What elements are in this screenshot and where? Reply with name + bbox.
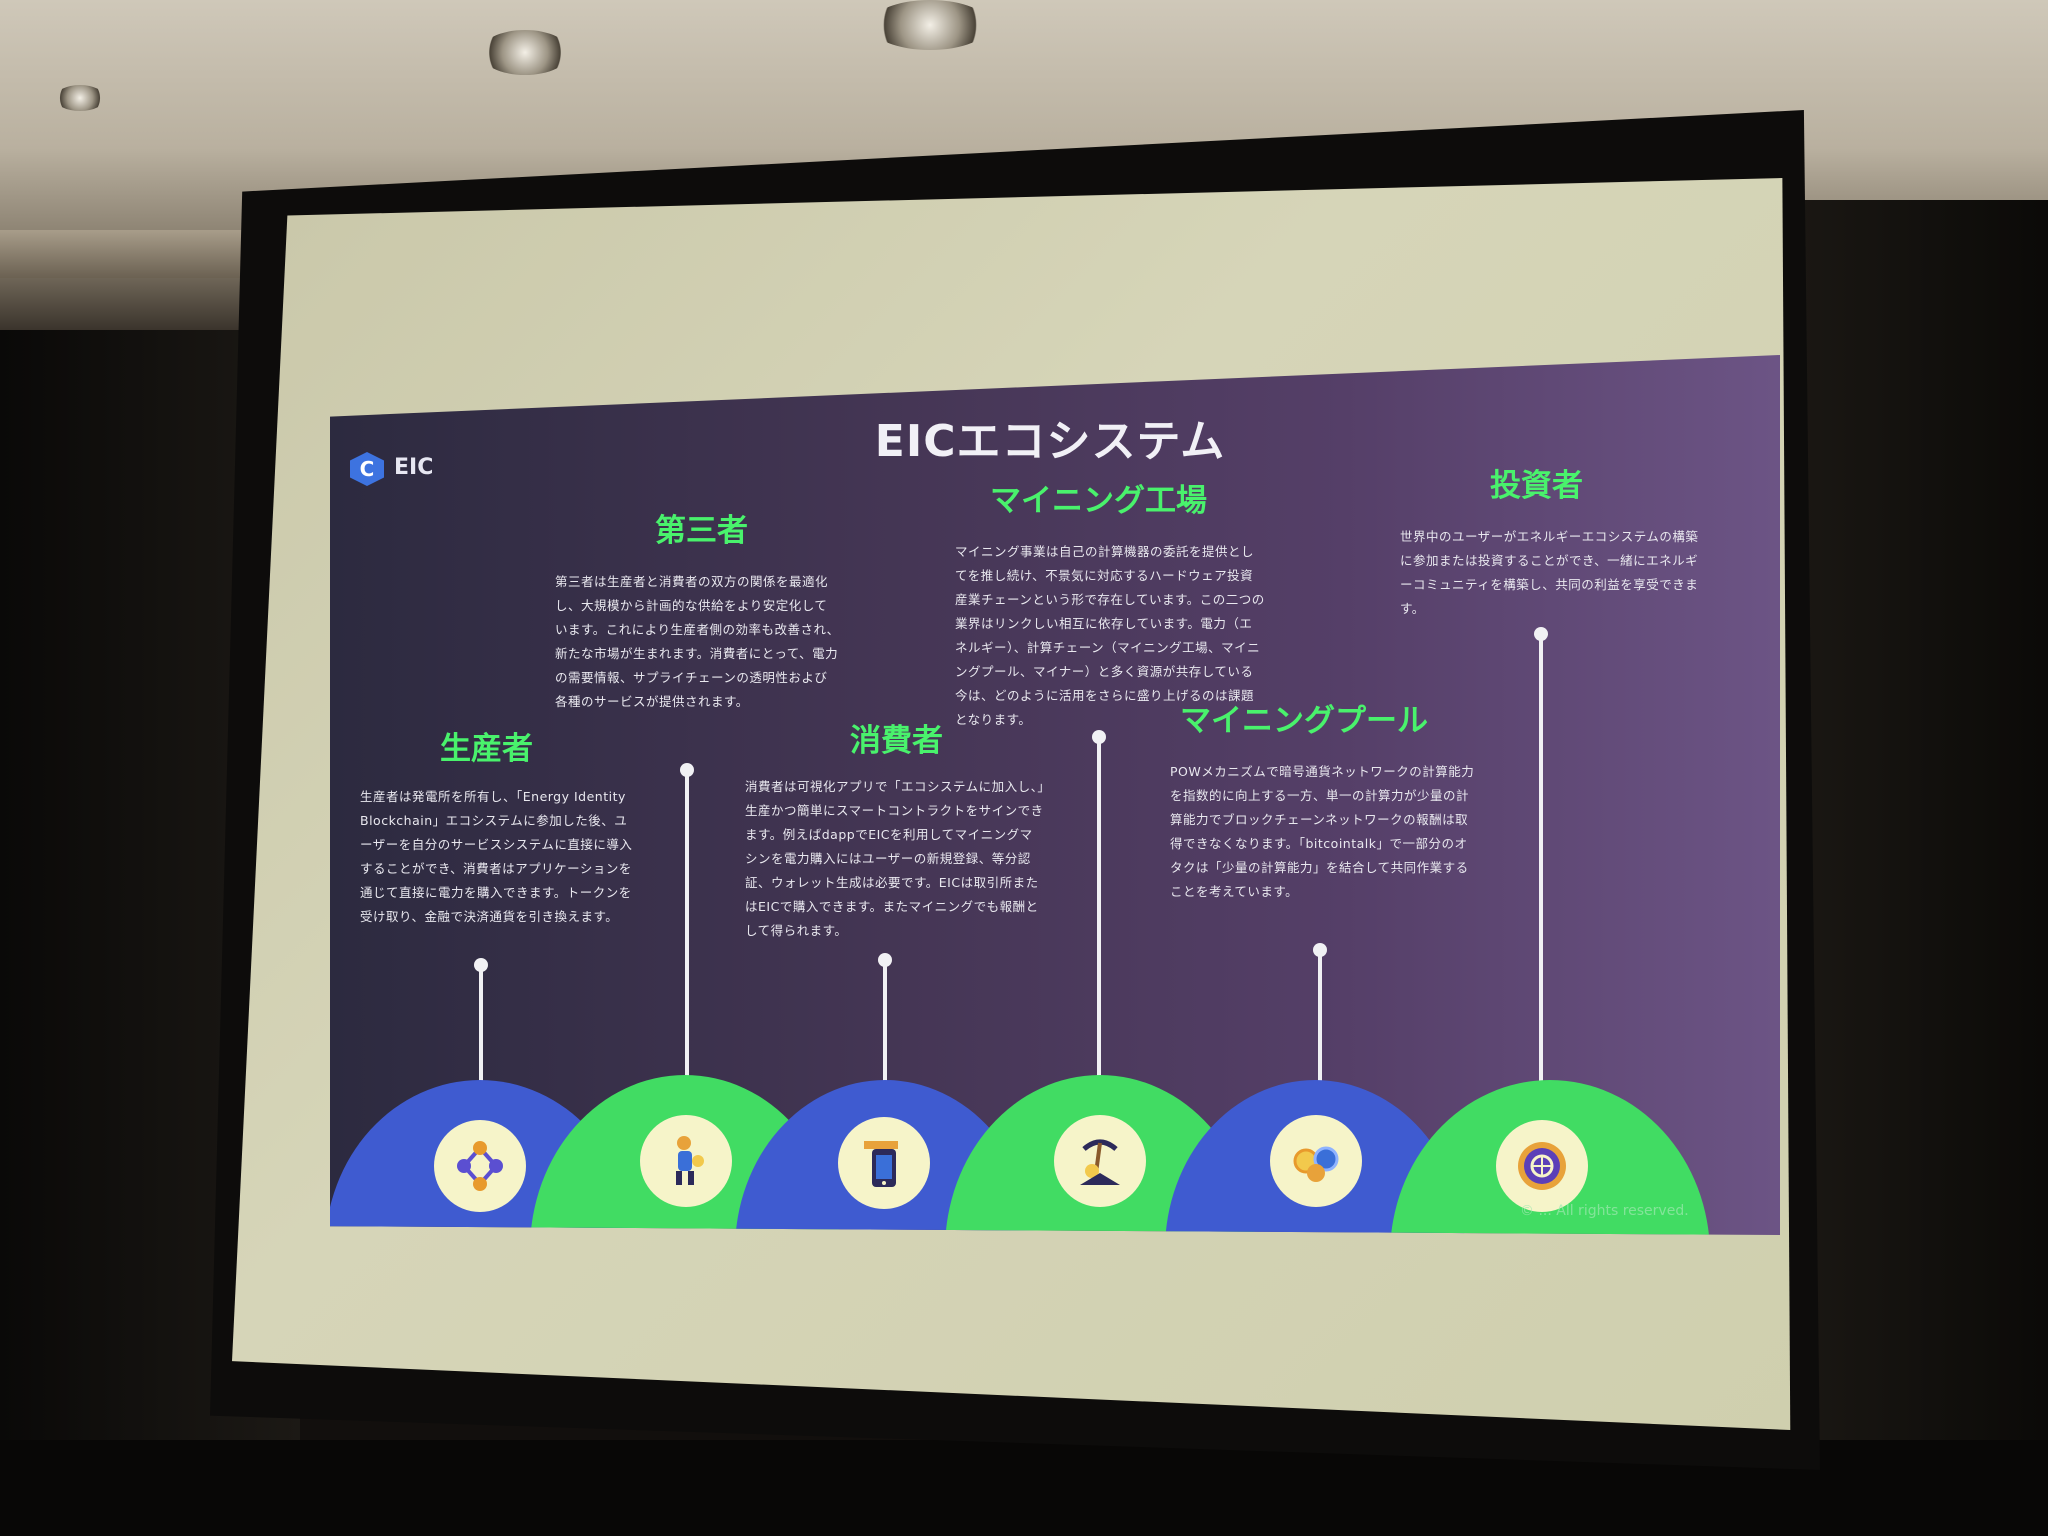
heading-mining-pool: マイニングプール (1180, 703, 1428, 739)
body-investor: 世界中のユーザーがエネルギーエコシステムの構築に参加または投資することができ、一… (1400, 529, 1699, 616)
connector-line (1539, 634, 1543, 1089)
ceiling-light-icon (480, 30, 570, 75)
ceiling-light-icon (55, 85, 105, 111)
smartphone-icon (838, 1117, 930, 1209)
connector-line (883, 960, 887, 1085)
connector-line (479, 965, 483, 1085)
crypto-coin-icon (1496, 1120, 1588, 1212)
body-producer: 生産者は発電所を所有し、「Energy Identity Blockchain」… (360, 789, 633, 924)
network-nodes-icon (434, 1120, 526, 1212)
pickaxe-icon (1054, 1115, 1146, 1207)
heading-producer: 生産者 (440, 731, 533, 767)
heading-investor: 投資者 (1490, 468, 1583, 504)
connector-line (685, 770, 689, 1085)
heading-mining-factory: マイニング工場 (990, 483, 1207, 519)
body-mining-factory: マイニング事業は自己の計算機器の委託を提供としてを推し続け、不景気に対応するハー… (955, 544, 1265, 727)
connector-line (1318, 950, 1322, 1085)
body-mining-pool: POWメカニズムで暗号通貨ネットワークの計算能力を指数的に向上する一方、単一の計… (1170, 764, 1475, 899)
body-third-party: 第三者は生産者と消費者の双方の関係を最適化し、大規模から計画的な供給をより安定化… (555, 574, 840, 709)
connector-line (1097, 737, 1101, 1085)
coins-icon (1270, 1115, 1362, 1207)
right-wall (1800, 200, 2048, 1536)
worker-icon (640, 1115, 732, 1207)
body-consumer: 消費者は可視化アプリで「エコシステムに加入し、」生産かつ簡単にスマートコントラク… (745, 779, 1045, 938)
slide-title: EICエコシステム (874, 416, 1226, 467)
slide-footer: © ... All rights reserved. (1520, 1203, 1689, 1219)
eic-logo-icon: C (350, 452, 384, 486)
logo-text: EIC (394, 455, 434, 480)
presentation-slide: EICエコシステム C EIC 生産者 第三者 消費者 マイニング工場 マイニン… (330, 355, 1780, 1235)
heading-consumer: 消費者 (850, 723, 943, 759)
heading-third-party: 第三者 (655, 513, 748, 549)
ceiling-light-icon (870, 0, 990, 50)
